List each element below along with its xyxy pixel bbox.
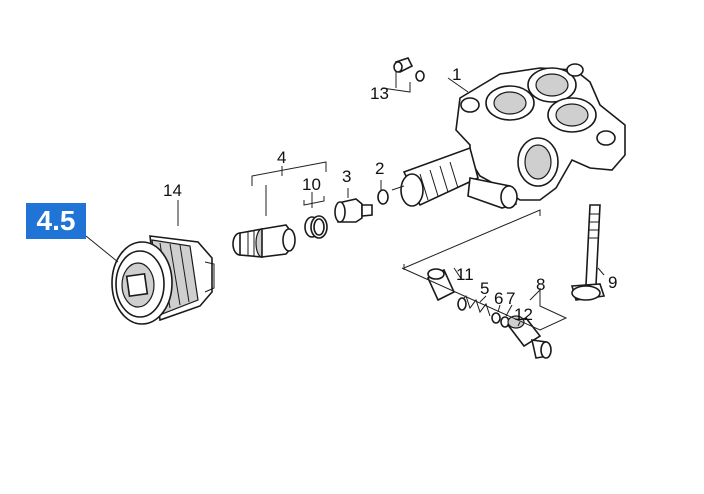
- callout-14: 14: [163, 181, 182, 200]
- callout-3: 3: [342, 167, 351, 186]
- part-2-ring: [377, 189, 389, 205]
- callout-5: 5: [480, 279, 489, 298]
- leader-lines: [85, 72, 605, 331]
- callout-7: 7: [506, 289, 515, 308]
- callout-12: 12: [514, 305, 533, 324]
- part-12-piston: [506, 315, 552, 359]
- callout-4: 4: [277, 148, 286, 167]
- part-1-pump-head: [400, 63, 626, 209]
- part-10-o-rings: [304, 215, 328, 239]
- part-13-screw: [393, 57, 425, 82]
- part-5-spring: [457, 295, 491, 317]
- section-badge: 4.5: [26, 203, 86, 239]
- callout-labels: 1 2 3 4 5 6 7 8 9 10 11 12 13 14: [163, 65, 617, 324]
- part-6-ring: [491, 312, 501, 324]
- callout-1: 1: [452, 65, 461, 84]
- callout-2: 2: [375, 159, 384, 178]
- callout-13: 13: [370, 84, 389, 103]
- part-3-valve: [334, 198, 373, 223]
- part-4-valve-insert: [232, 224, 296, 258]
- part-14-coupling-nut: [111, 235, 215, 325]
- part-11-sleeve: [426, 268, 456, 302]
- part-9-bolt: [570, 204, 606, 301]
- callout-6: 6: [494, 289, 503, 308]
- callout-11: 11: [456, 265, 474, 284]
- callout-8: 8: [536, 275, 545, 294]
- callout-9: 9: [608, 273, 617, 292]
- callout-10: 10: [302, 175, 321, 194]
